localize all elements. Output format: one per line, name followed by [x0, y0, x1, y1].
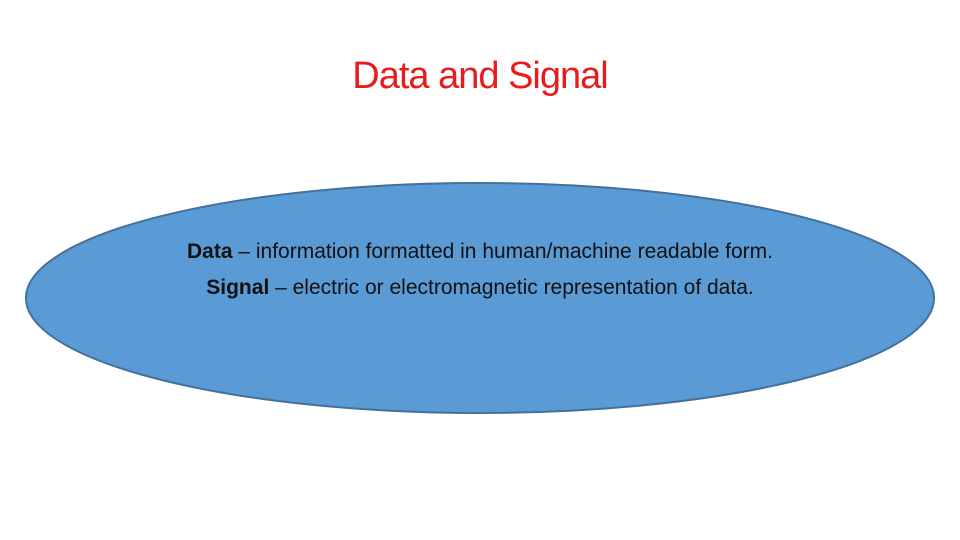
ellipse-shape — [25, 182, 935, 414]
definition-body: – electric or electromagnetic representa… — [269, 276, 754, 299]
slide-title: Data and Signal — [352, 55, 608, 97]
definition-body: – information formatted in human/machine… — [232, 240, 773, 263]
definition-term: Data — [187, 240, 233, 263]
definition-data: Data – information formatted in human/ma… — [160, 234, 800, 270]
definitions-text: Data – information formatted in human/ma… — [160, 234, 800, 306]
definition-signal: Signal – electric or electromagnetic rep… — [160, 270, 800, 306]
definition-term: Signal — [206, 276, 270, 299]
